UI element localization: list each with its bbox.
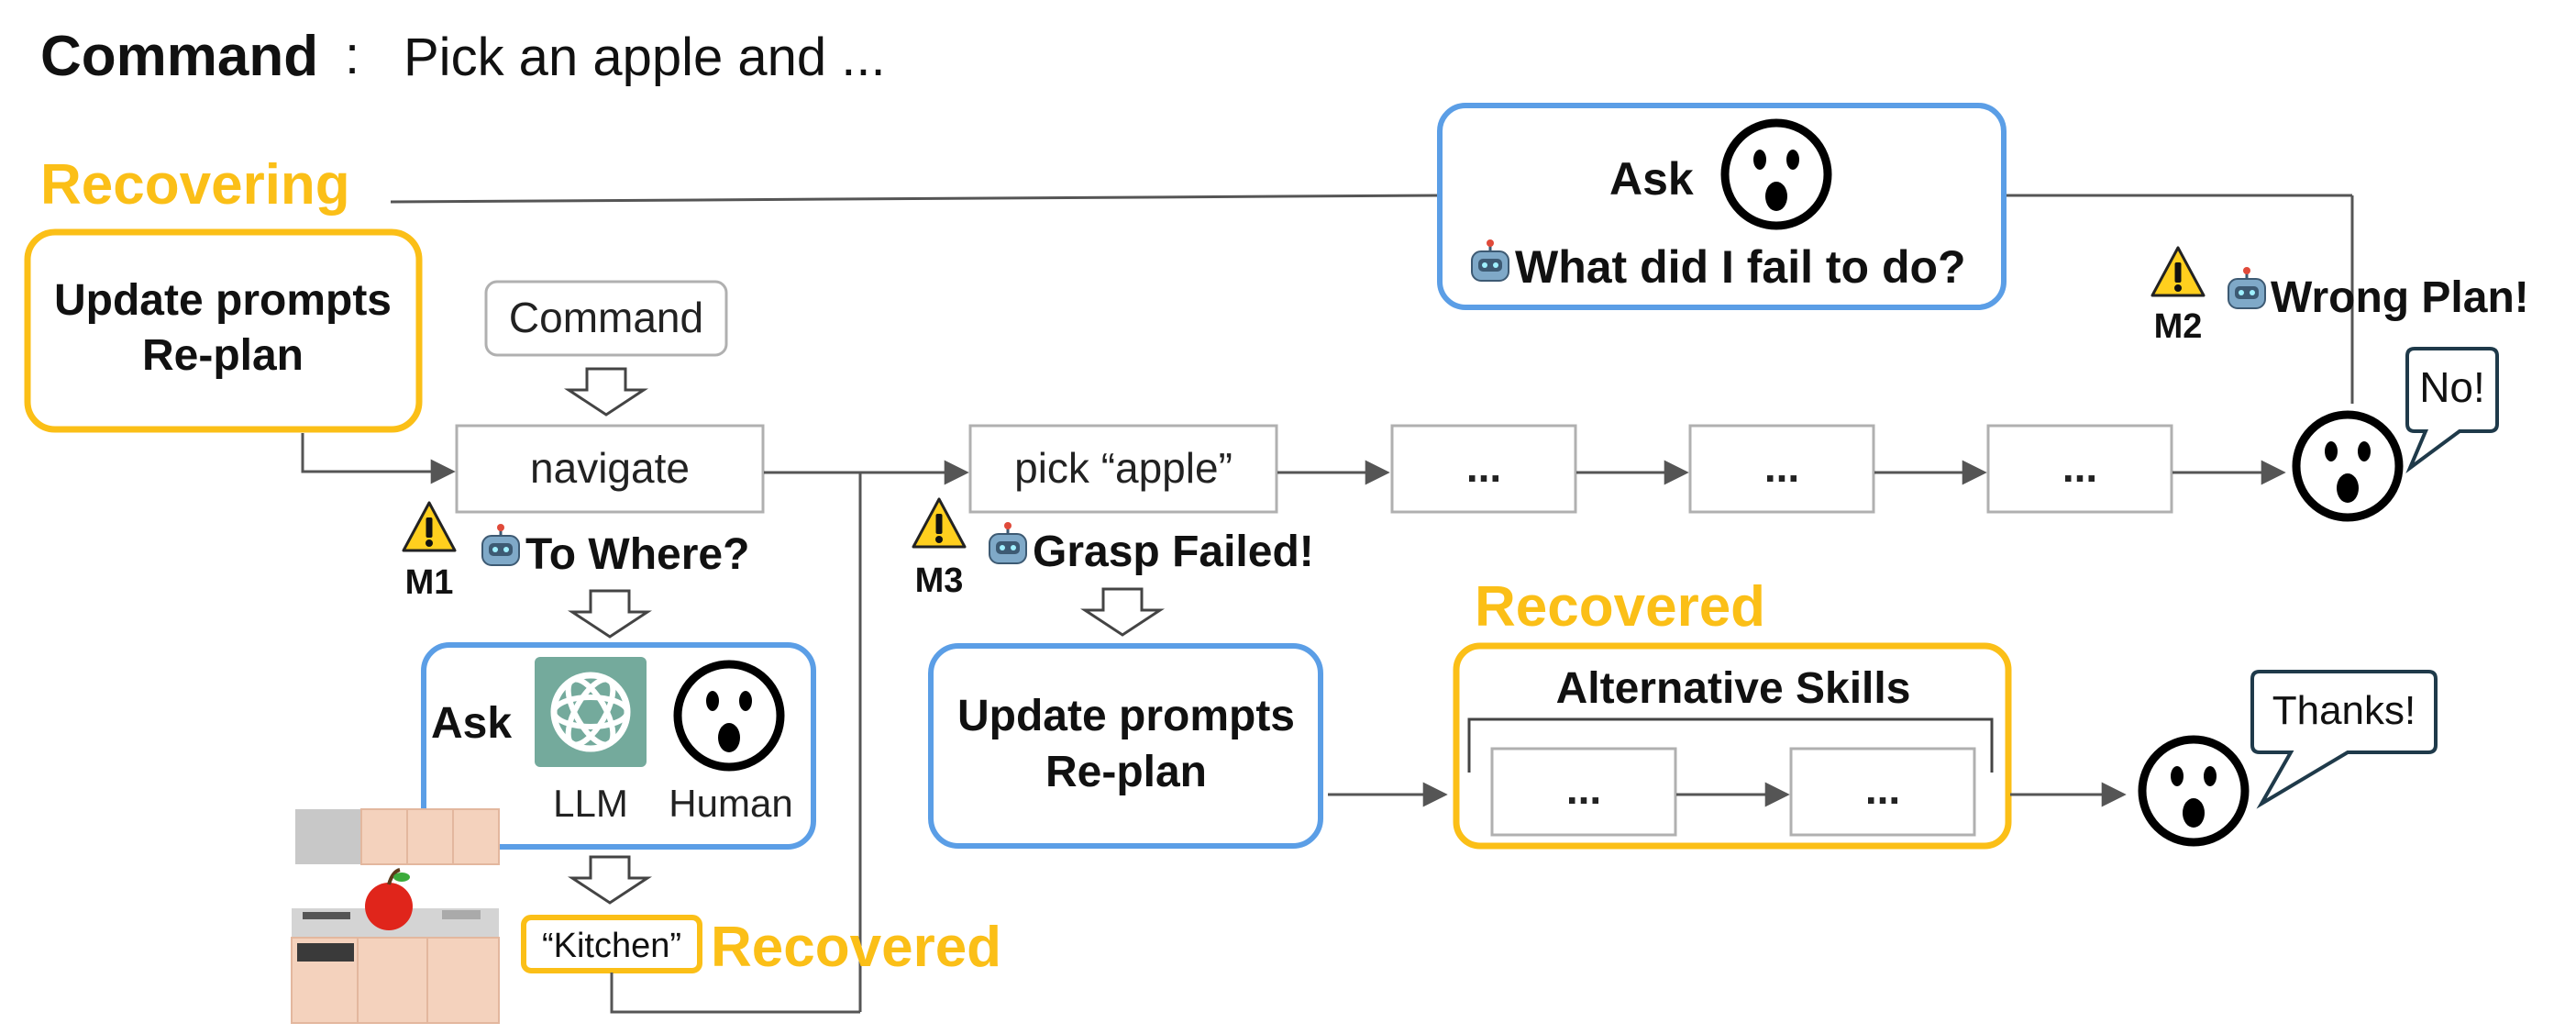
update-prompts-box-blue: [928, 643, 1323, 849]
speech-thanks-text: Thanks!: [2272, 688, 2416, 733]
apple-icon: [365, 868, 413, 930]
hollow-arrow-command: [563, 367, 649, 417]
pick-apple-box: [968, 424, 1278, 514]
recovered-label-mid: Recovered: [1475, 575, 1765, 639]
hollow-arrow-m3: [1079, 587, 1166, 637]
kitchen-return-line: [610, 973, 860, 1014]
speech-no-text: No!: [2419, 363, 2485, 411]
chatgpt-icon: [535, 657, 647, 767]
hollow-arrow-m1: [567, 589, 653, 639]
kitchen-answer-text: “Kitchen”: [542, 927, 681, 965]
navigate-label: navigate: [530, 444, 690, 492]
pick-apple-label: pick “apple”: [1014, 444, 1233, 492]
top-ask-box: [1437, 103, 2007, 310]
update-prompts-blue-line2: Re-plan: [1045, 748, 1207, 796]
recovered-label-bottom: Recovered: [711, 916, 1001, 979]
step-box-3: [1390, 424, 1577, 514]
ask-label: Ask: [431, 699, 512, 748]
update-prompts-left-line2: Re-plan: [142, 331, 304, 380]
m3-message: Grasp Failed!: [1033, 528, 1314, 576]
update-prompts-left-line1: Update prompts: [54, 276, 392, 325]
step-box-4-label: ...: [1764, 443, 1799, 491]
alternative-skills-title: Alternative Skills: [1556, 664, 1911, 713]
face-icon: [1725, 123, 1828, 226]
m2-message: Wrong Plan!: [2271, 273, 2529, 322]
update-prompts-blue-line1: Update prompts: [957, 692, 1295, 740]
m2-code: M2: [2154, 307, 2203, 346]
command-box-label: Command: [509, 294, 703, 341]
warning-icon: [2150, 246, 2206, 297]
update-prompts-box-left: [24, 228, 423, 433]
human-label: Human: [669, 782, 792, 825]
step-box-4: [1688, 424, 1875, 514]
arrow-recover-to-navigate: [301, 433, 456, 484]
feedback-loop-line-top: [390, 194, 1441, 204]
step-box-3-label: ...: [1466, 443, 1501, 491]
robot-icon: [988, 520, 1028, 565]
face-icon: [2142, 739, 2245, 842]
robot-icon: [2227, 265, 2267, 310]
command-separator: :: [345, 26, 359, 85]
alternative-skill-1: [1490, 747, 1677, 837]
kitchen-image: [291, 808, 500, 1024]
hollow-arrow-ask: [567, 855, 653, 905]
command-text: Pick an apple and ...: [404, 28, 886, 87]
recovering-label: Recovering: [40, 153, 350, 217]
step-box-5-label: ...: [2062, 443, 2097, 491]
m1-message: To Where?: [525, 530, 749, 579]
m3-code: M3: [915, 561, 964, 600]
speech-bubble-no: [2405, 347, 2499, 473]
top-ask-label: Ask: [1609, 153, 1694, 205]
step-box-5: [1986, 424, 2173, 514]
navigate-box: [455, 424, 765, 514]
face-icon: [2296, 415, 2399, 517]
speech-bubble-thanks: [2250, 670, 2438, 809]
alternative-skill-1-label: ...: [1566, 765, 1601, 813]
llm-label: LLM: [553, 782, 628, 825]
alternative-bracket: [1467, 717, 1994, 773]
command-box: [484, 280, 728, 357]
command-label: Command: [40, 25, 318, 88]
kitchen-answer-box: [521, 915, 702, 973]
face-icon: [678, 664, 780, 767]
top-ask-question: What did I fail to do?: [1515, 241, 1966, 293]
m1-code: M1: [405, 563, 454, 602]
robot-icon: [481, 522, 521, 567]
warning-icon: [402, 501, 457, 552]
warning-icon: [912, 497, 967, 549]
alternative-skill-2: [1789, 747, 1976, 837]
alternative-skill-2-label: ...: [1865, 765, 1900, 813]
